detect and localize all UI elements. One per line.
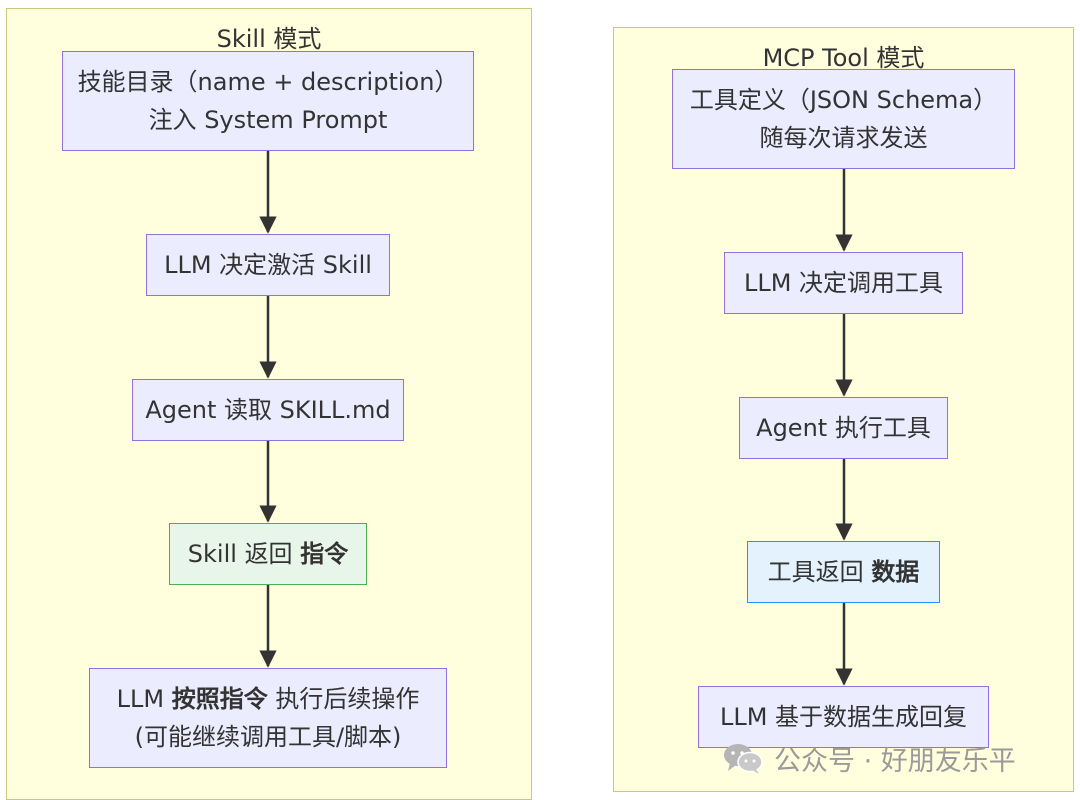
- watermark-text: 公众号 · 好朋友乐平: [774, 745, 1016, 777]
- skill-node-read: Agent 读取 SKILL.md: [132, 379, 404, 441]
- skill-node-execute-post: 执行后续操作: [267, 685, 420, 713]
- skill-node-execute-pre: LLM: [116, 685, 172, 713]
- skill-mode-title: Skill 模式: [216, 25, 322, 53]
- skill-node-execute-bold: 按照指令: [171, 685, 268, 713]
- mcp-mode-title: MCP Tool 模式: [762, 44, 925, 72]
- mcp-node-return-bold: 数据: [871, 558, 920, 586]
- mcp-node-definition-line1: 工具定义（JSON Schema）: [689, 86, 998, 114]
- skill-node-catalog-line2: 注入 System Prompt: [148, 106, 388, 134]
- skill-node-return-instruction: Skill 返回 指令: [169, 523, 367, 585]
- skill-node-read-text: Agent 读取 SKILL.md: [145, 396, 391, 424]
- mcp-node-return-data: 工具返回 数据: [747, 541, 940, 603]
- skill-node-activate: LLM 决定激活 Skill: [146, 234, 390, 296]
- mcp-node-reply-text: LLM 基于数据生成回复: [719, 703, 968, 731]
- skill-node-catalog: 技能目录（name + description） 注入 System Promp…: [62, 51, 474, 151]
- wechat-icon: [724, 744, 763, 774]
- mcp-node-definition-line2: 随每次请求发送: [759, 124, 928, 152]
- mcp-node-decide-text: LLM 决定调用工具: [743, 269, 944, 297]
- skill-node-return-text: Skill 返回: [187, 540, 301, 568]
- mcp-node-execute-text: Agent 执行工具: [756, 414, 931, 442]
- skill-node-catalog-line1: 技能目录（name + description）: [77, 68, 459, 96]
- mcp-node-definition: 工具定义（JSON Schema） 随每次请求发送: [672, 69, 1015, 169]
- skill-node-return-bold: 指令: [300, 540, 349, 568]
- skill-node-activate-text: LLM 决定激活 Skill: [164, 251, 372, 279]
- mcp-node-reply: LLM 基于数据生成回复: [698, 686, 989, 748]
- skill-node-execute-line2: (可能继续调用工具/脚本): [134, 723, 402, 751]
- mcp-node-execute: Agent 执行工具: [739, 397, 948, 459]
- skill-node-execute: LLM 按照指令 执行后续操作 (可能继续调用工具/脚本): [89, 668, 447, 768]
- mcp-node-decide: LLM 决定调用工具: [724, 252, 963, 314]
- mcp-node-return-text: 工具返回: [767, 558, 872, 586]
- watermark: 公众号 · 好朋友乐平: [722, 736, 1016, 780]
